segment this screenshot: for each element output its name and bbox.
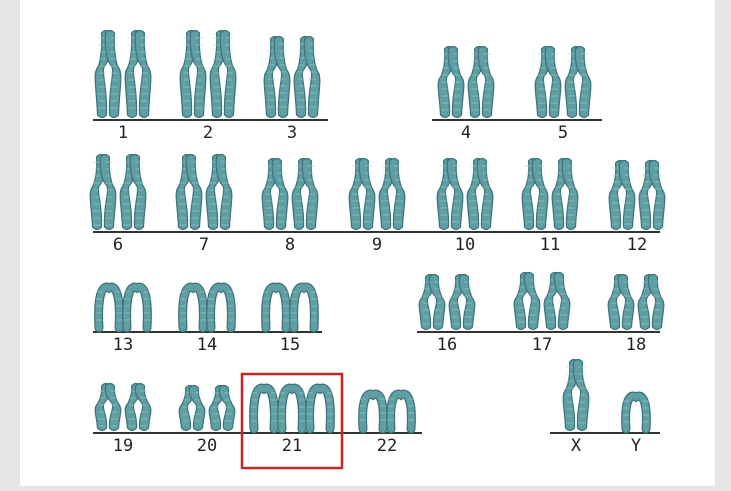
chromosome-pair-5 <box>535 47 591 118</box>
chromosome-label-7: 7 <box>199 235 209 255</box>
chromosome-label-9: 9 <box>372 235 382 255</box>
chromosome-pair-20 <box>179 386 235 431</box>
chromosome-label-21: 21 <box>282 436 302 456</box>
chromosome-pair-1 <box>95 31 151 118</box>
chromosome-pair-17 <box>514 273 570 330</box>
chromosome-pair-9 <box>349 159 405 230</box>
chromosome-label-14: 14 <box>197 335 217 355</box>
chromosome-pair-19 <box>95 384 151 431</box>
chromosome-pair-12 <box>609 161 665 230</box>
chromosome-label-18: 18 <box>626 335 646 355</box>
chromosome-label-y: Y <box>631 436 641 456</box>
chromosome-pair-21 <box>251 388 333 429</box>
chromosome-label-4: 4 <box>461 123 471 143</box>
chromosome-pair-y <box>623 396 649 429</box>
chromosome-pair-18 <box>608 275 664 330</box>
chromosome-label-22: 22 <box>377 436 397 456</box>
chromosome-label-11: 11 <box>540 235 560 255</box>
chromosome-pair-4 <box>438 47 494 118</box>
chromosome-pair-7 <box>176 155 232 230</box>
chromosome-pair-8 <box>262 159 318 230</box>
chromosome-label-5: 5 <box>558 123 568 143</box>
chromosome-pair-3 <box>264 37 320 118</box>
chromosome-pair-13 <box>96 287 150 328</box>
chromosome-label-17: 17 <box>532 335 552 355</box>
chromosome-pair-15 <box>263 287 317 328</box>
chromosome-label-6: 6 <box>113 235 123 255</box>
chromosome-label-x: X <box>571 436 582 456</box>
chromosome-pair-6 <box>90 155 146 230</box>
chromosome-pair-2 <box>180 31 236 118</box>
chromosome-pair-16 <box>419 275 475 330</box>
chromosome-label-12: 12 <box>627 235 647 255</box>
chromosome-pair-10 <box>437 159 493 230</box>
chromosome-label-1: 1 <box>118 123 128 143</box>
chromosome-pair-x <box>563 360 589 431</box>
chromosome-pair-11 <box>522 159 578 230</box>
chromosome-label-13: 13 <box>113 335 133 355</box>
chromosome-pair-14 <box>180 287 234 328</box>
chromosome-label-10: 10 <box>455 235 475 255</box>
chromosome-pair-22 <box>360 394 414 429</box>
chromosome-label-15: 15 <box>280 335 300 355</box>
chromosome-label-3: 3 <box>287 123 297 143</box>
chromosome-label-19: 19 <box>113 436 133 456</box>
chromosome-label-20: 20 <box>197 436 217 456</box>
chromosome-label-2: 2 <box>203 123 213 143</box>
chromosome-label-8: 8 <box>285 235 295 255</box>
chromosome-label-16: 16 <box>437 335 457 355</box>
